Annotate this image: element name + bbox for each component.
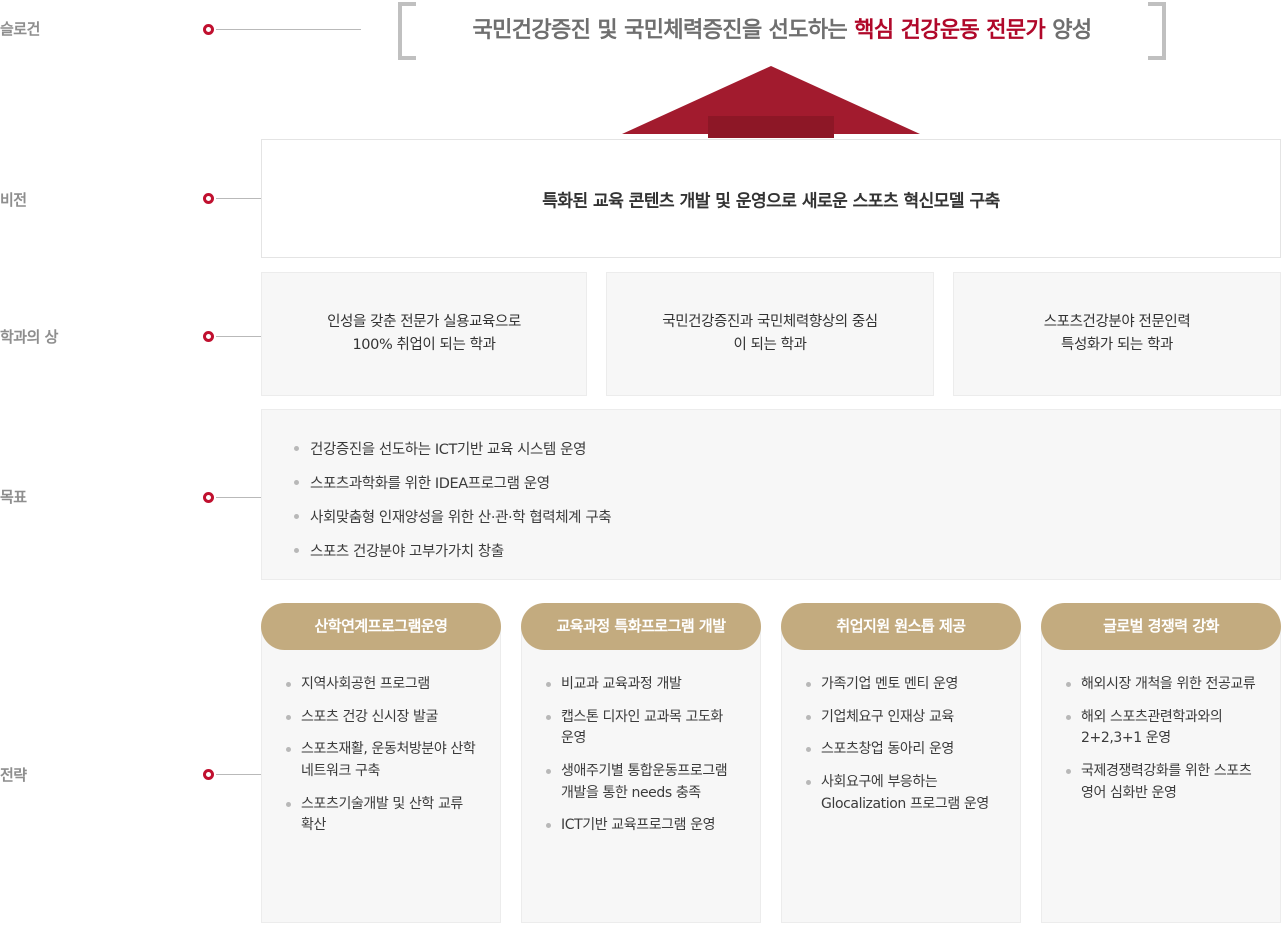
connector-bullet-strategy: [203, 769, 214, 780]
strategy-body-1: 지역사회공헌 프로그램 스포츠 건강 신시장 발굴 스포츠재활, 운동처방분야 …: [261, 626, 501, 923]
strategy-column-3: 취업지원 원스톱 제공 가족기업 멘토 멘티 운영 기업체요구 인재상 교육 스…: [781, 603, 1021, 923]
strategy-item: 기업체요구 인재상 교육: [804, 707, 998, 729]
strategy-list-1: 지역사회공헌 프로그램 스포츠 건강 신시장 발굴 스포츠재활, 운동처방분야 …: [284, 674, 478, 837]
slogan-block: 국민건강증진 및 국민체력증진을 선도하는 핵심 건강운동 전문가 양성: [398, 2, 1166, 60]
ideal-box-1: 인성을 갖춘 전문가 실용교육으로 100% 취업이 되는 학과: [261, 272, 587, 396]
connector-line-goal: [216, 497, 261, 498]
strategy-item: 스포츠기술개발 및 산학 교류 확산: [284, 794, 478, 837]
connector-bullet-ideal: [203, 331, 214, 342]
strategy-title-3: 취업지원 원스톱 제공: [781, 603, 1021, 650]
goal-item: 사회맞춤형 인재양성을 위한 산·관·학 협력체계 구축: [292, 506, 1280, 527]
strategy-item: ICT기반 교육프로그램 운영: [544, 815, 738, 837]
slogan-text: 국민건강증진 및 국민체력증진을 선도하는 핵심 건강운동 전문가 양성: [428, 2, 1136, 60]
strategy-body-2: 비교과 교육과정 개발 캡스톤 디자인 교과목 고도화 운영 생애주기별 통합운…: [521, 626, 761, 923]
ideal-box-2: 국민건강증진과 국민체력향상의 중심 이 되는 학과: [606, 272, 934, 396]
strategy-list-3: 가족기업 멘토 멘티 운영 기업체요구 인재상 교육 스포츠창업 동아리 운영 …: [804, 674, 998, 815]
ideal-text-1: 인성을 갖춘 전문가 실용교육으로 100% 취업이 되는 학과: [272, 311, 576, 357]
strategy-column-1: 산학연계프로그램운영 지역사회공헌 프로그램 스포츠 건강 신시장 발굴 스포츠…: [261, 603, 501, 923]
ideal-line-1b: 100% 취업이 되는 학과: [352, 337, 496, 353]
up-arrow-icon: [622, 66, 920, 138]
rail-label-vision: 비전: [0, 191, 27, 209]
strategy-item: 스포츠 건강 신시장 발굴: [284, 707, 478, 729]
strategy-body-3: 가족기업 멘토 멘티 운영 기업체요구 인재상 교육 스포츠창업 동아리 운영 …: [781, 626, 1021, 923]
ideal-line-3b: 특성화가 되는 학과: [1061, 337, 1173, 353]
strategy-title-2: 교육과정 특화프로그램 개발: [521, 603, 761, 650]
strategy-item: 캡스톤 디자인 교과목 고도화 운영: [544, 707, 738, 750]
strategy-title-4: 글로벌 경쟁력 강화: [1041, 603, 1281, 650]
ideal-box-3: 스포츠건강분야 전문인력 특성화가 되는 학과: [953, 272, 1281, 396]
strategy-item: 해외시장 개척을 위한 전공교류: [1064, 674, 1258, 696]
rail-label-goal: 목표: [0, 488, 27, 506]
slogan-text-after: 양성: [1045, 18, 1092, 43]
ideal-line-3a: 스포츠건강분야 전문인력: [1043, 313, 1191, 330]
strategy-item: 스포츠창업 동아리 운영: [804, 739, 998, 761]
slogan-text-highlight: 핵심 건강운동 전문가: [854, 18, 1046, 43]
strategy-item: 국제경쟁력강화를 위한 스포츠 영어 심화반 운영: [1064, 761, 1258, 804]
strategy-list-2: 비교과 교육과정 개발 캡스톤 디자인 교과목 고도화 운영 생애주기별 통합운…: [544, 674, 738, 837]
connector-bullet-vision: [203, 193, 214, 204]
connector-line-slogan: [216, 29, 361, 30]
strategy-item: 해외 스포츠관련학과와의 2+2,3+1 운영: [1064, 707, 1258, 750]
strategy-list-4: 해외시장 개척을 위한 전공교류 해외 스포츠관련학과와의 2+2,3+1 운영…: [1064, 674, 1258, 804]
strategy-title-1: 산학연계프로그램운영: [261, 603, 501, 650]
bracket-right-icon: [1148, 2, 1166, 60]
goal-box: 건강증진을 선도하는 ICT기반 교육 시스템 운영 스포츠과학화를 위한 ID…: [261, 409, 1281, 580]
rail-label-slogan: 슬로건: [0, 20, 40, 38]
goal-item: 스포츠과학화를 위한 IDEA프로그램 운영: [292, 472, 1280, 493]
strategy-body-4: 해외시장 개척을 위한 전공교류 해외 스포츠관련학과와의 2+2,3+1 운영…: [1041, 626, 1281, 923]
vision-text: 특화된 교육 콘텐츠 개발 및 운영으로 새로운 스포츠 혁신모델 구축: [542, 191, 1000, 211]
ideal-line-2a: 국민건강증진과 국민체력향상의 중심: [662, 313, 878, 330]
goal-item: 스포츠 건강분야 고부가가치 창출: [292, 540, 1280, 561]
ideal-line-1a: 인성을 갖춘 전문가 실용교육으로: [327, 313, 521, 330]
vision-box: 특화된 교육 콘텐츠 개발 및 운영으로 새로운 스포츠 혁신모델 구축: [261, 139, 1281, 258]
rail-label-strategy: 전략: [0, 766, 27, 784]
connector-bullet-slogan: [203, 24, 214, 35]
connector-bullet-goal: [203, 492, 214, 503]
strategy-item: 가족기업 멘토 멘티 운영: [804, 674, 998, 696]
connector-line-ideal: [216, 336, 261, 337]
connector-line-vision: [216, 198, 261, 199]
rail-label-ideal: 학과의 상: [0, 328, 58, 346]
goal-list: 건강증진을 선도하는 ICT기반 교육 시스템 운영 스포츠과학화를 위한 ID…: [292, 438, 1280, 561]
strategy-item: 생애주기별 통합운동프로그램 개발을 통한 needs 충족: [544, 761, 738, 804]
strategy-item: 스포츠재활, 운동처방분야 산학네트워크 구축: [284, 739, 478, 782]
strategy-item: 사회요구에 부응하는 Glocalization 프로그램 운영: [804, 772, 998, 815]
strategy-item: 지역사회공헌 프로그램: [284, 674, 478, 696]
strategy-column-2: 교육과정 특화프로그램 개발 비교과 교육과정 개발 캡스톤 디자인 교과목 고…: [521, 603, 761, 923]
ideal-line-2b: 이 되는 학과: [733, 337, 807, 353]
slogan-text-before: 국민건강증진 및 국민체력증진을 선도하는: [472, 18, 855, 43]
connector-line-strategy: [216, 774, 261, 775]
ideal-text-2: 국민건강증진과 국민체력향상의 중심 이 되는 학과: [617, 311, 923, 357]
ideal-text-3: 스포츠건강분야 전문인력 특성화가 되는 학과: [964, 311, 1270, 357]
bracket-left-icon: [398, 2, 416, 60]
strategy-item: 비교과 교육과정 개발: [544, 674, 738, 696]
goal-item: 건강증진을 선도하는 ICT기반 교육 시스템 운영: [292, 438, 1280, 459]
strategy-column-4: 글로벌 경쟁력 강화 해외시장 개척을 위한 전공교류 해외 스포츠관련학과와의…: [1041, 603, 1281, 923]
